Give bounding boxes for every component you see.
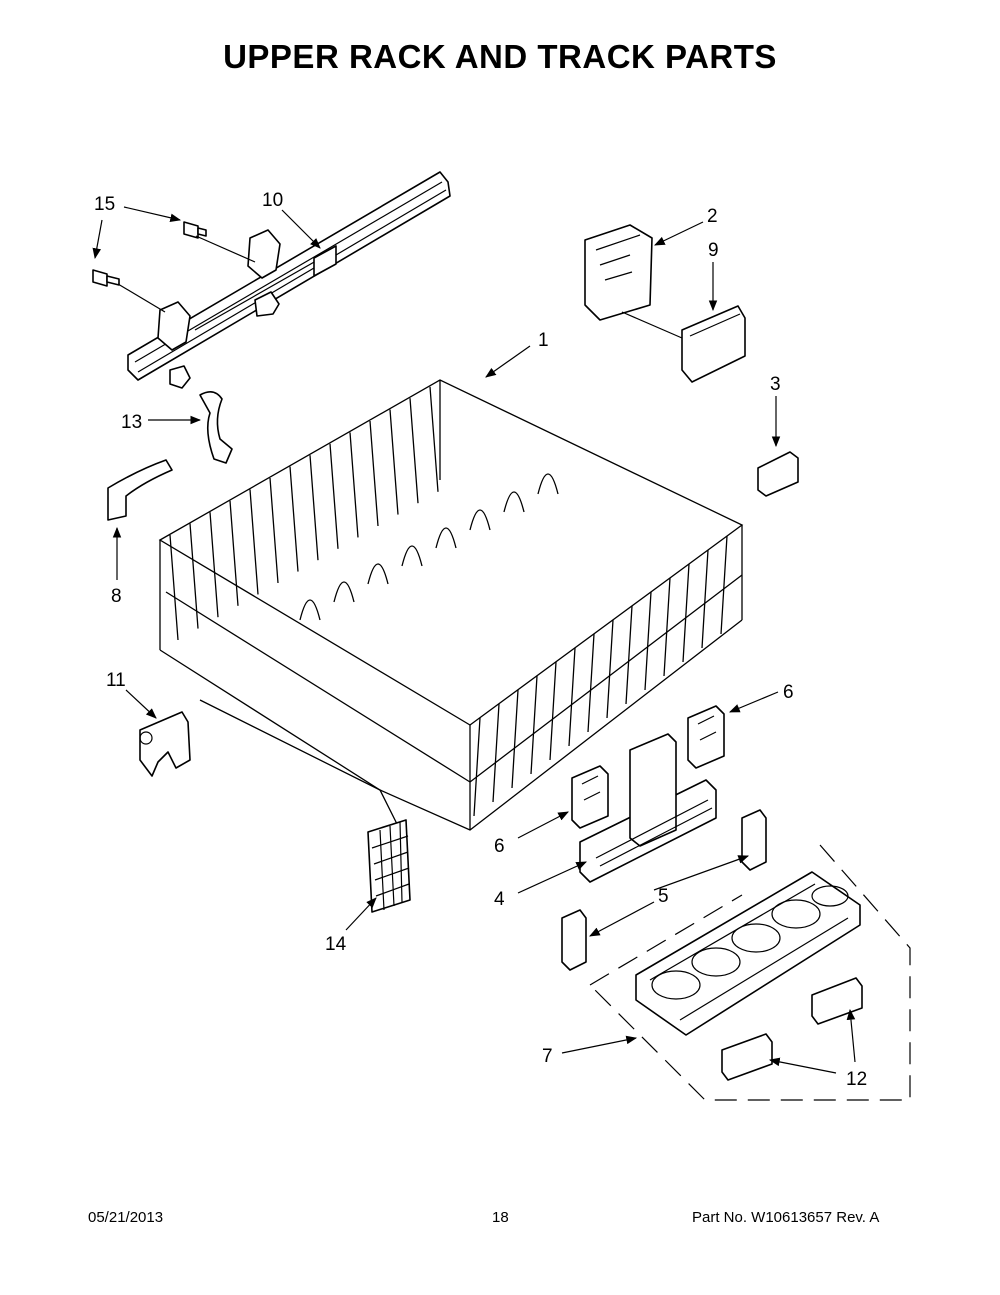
clip-part-3 xyxy=(757,451,799,497)
callout-13: 13 xyxy=(121,412,142,433)
callout-11: 11 xyxy=(106,670,126,691)
callout-14: 14 xyxy=(325,934,347,955)
callout-2: 2 xyxy=(707,206,718,227)
slide-part-6-right xyxy=(687,705,725,769)
adjuster-part-4 xyxy=(579,733,717,883)
callout-labels: 1 2 3 4 5 6 6 7 8 9 10 11 12 13 14 15 xyxy=(94,190,867,1090)
footer-page-number: 18 xyxy=(492,1209,509,1226)
callout-12: 12 xyxy=(846,1069,867,1090)
callout-3: 3 xyxy=(770,374,781,395)
callout-6-left: 6 xyxy=(494,836,505,857)
shelf-group-outline xyxy=(589,844,911,1101)
callout-9: 9 xyxy=(708,240,719,261)
leader-lines xyxy=(92,206,856,1074)
track-rail xyxy=(127,171,451,389)
screw-parts xyxy=(92,221,207,287)
callout-8: 8 xyxy=(111,586,122,607)
callout-1: 1 xyxy=(538,330,549,351)
hook-part-13 xyxy=(199,391,233,464)
callout-6-right: 6 xyxy=(783,682,794,703)
upper-rack-basket xyxy=(158,379,744,831)
cover-part-9 xyxy=(681,305,746,383)
callout-5: 5 xyxy=(658,886,669,907)
page-title: UPPER RACK AND TRACK PARTS xyxy=(223,38,777,75)
slide-part-6-left xyxy=(571,765,609,829)
callout-4: 4 xyxy=(494,889,505,910)
shelf-part-7 xyxy=(635,871,861,1036)
callout-7: 7 xyxy=(542,1046,553,1067)
footer-date: 05/21/2013 xyxy=(88,1209,164,1226)
arm-part-8 xyxy=(107,459,173,521)
footer-part-number: Part No. W10613657 Rev. A xyxy=(692,1209,880,1226)
basket-part-14 xyxy=(367,819,411,913)
latch-part-11 xyxy=(139,711,191,777)
callout-10: 10 xyxy=(262,190,283,211)
callout-15: 15 xyxy=(94,194,115,215)
bracket-part-2 xyxy=(584,224,653,321)
